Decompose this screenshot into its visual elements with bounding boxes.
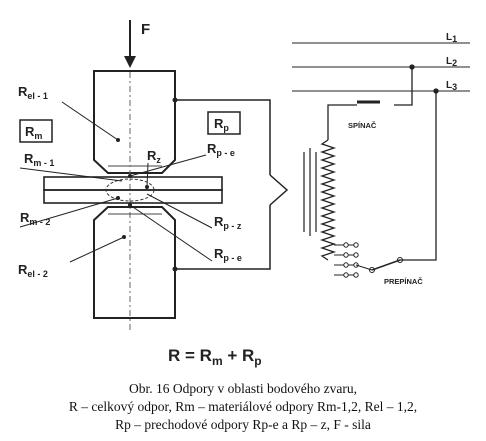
rp-box: [207, 111, 241, 135]
label-rpe1: Rp - e: [207, 141, 235, 158]
label-rp-box: Rp: [214, 116, 229, 133]
tap-changer: [334, 91, 437, 278]
upper-electrode: [93, 70, 176, 174]
leader-rz: [146, 162, 149, 188]
label-rel2: Rel - 2: [18, 262, 48, 279]
supply-lines: [292, 42, 470, 92]
leader-rm1: [19, 167, 123, 182]
lower-electrode: [93, 206, 176, 319]
formula: R = Rm + Rp: [168, 346, 262, 368]
tap-changer-label: PREPÍNAČ: [384, 277, 423, 286]
switch: [327, 64, 439, 140]
line-l1-label: L1: [446, 32, 457, 44]
force-arrow: [124, 20, 136, 68]
force-label: F: [141, 21, 150, 38]
weld-nugget: [105, 178, 155, 202]
leader-rpe2: [129, 204, 213, 262]
transformer-core: [303, 148, 317, 236]
leader-rm2: [19, 197, 119, 228]
leader-rpe1: [129, 154, 207, 177]
label-rpz: Rp - z: [214, 214, 242, 231]
caption-line-3: Rp – prechodové odpory Rp-e a Rp – z, F …: [115, 417, 371, 432]
label-rm2: Rm - 2: [20, 210, 50, 227]
label-rz: Rz: [147, 148, 161, 165]
transformer-primary-coil: [319, 139, 337, 261]
line-l2-label: L2: [446, 56, 457, 68]
leader-rel1: [61, 101, 119, 141]
caption-line-1: Obr. 16 Odpory v oblasti bodového zvaru,: [129, 381, 357, 396]
rm-box: [19, 119, 53, 143]
label-rel1: Rel - 1: [18, 84, 48, 101]
lower-sheet: [43, 189, 223, 204]
switch-label: SPÍNAČ: [348, 121, 377, 130]
leader-rpz: [146, 193, 213, 229]
leader-rel2: [69, 236, 125, 263]
caption-line-2: R – celkový odpor, Rm – materiálové odpo…: [68, 399, 418, 414]
secondary-connection: [175, 99, 289, 270]
label-rpe2: Rp - e: [214, 246, 242, 263]
line-l3-label: L3: [446, 80, 457, 92]
label-rm-box: Rm: [25, 124, 42, 141]
label-rm1: Rm - 1: [24, 151, 54, 168]
